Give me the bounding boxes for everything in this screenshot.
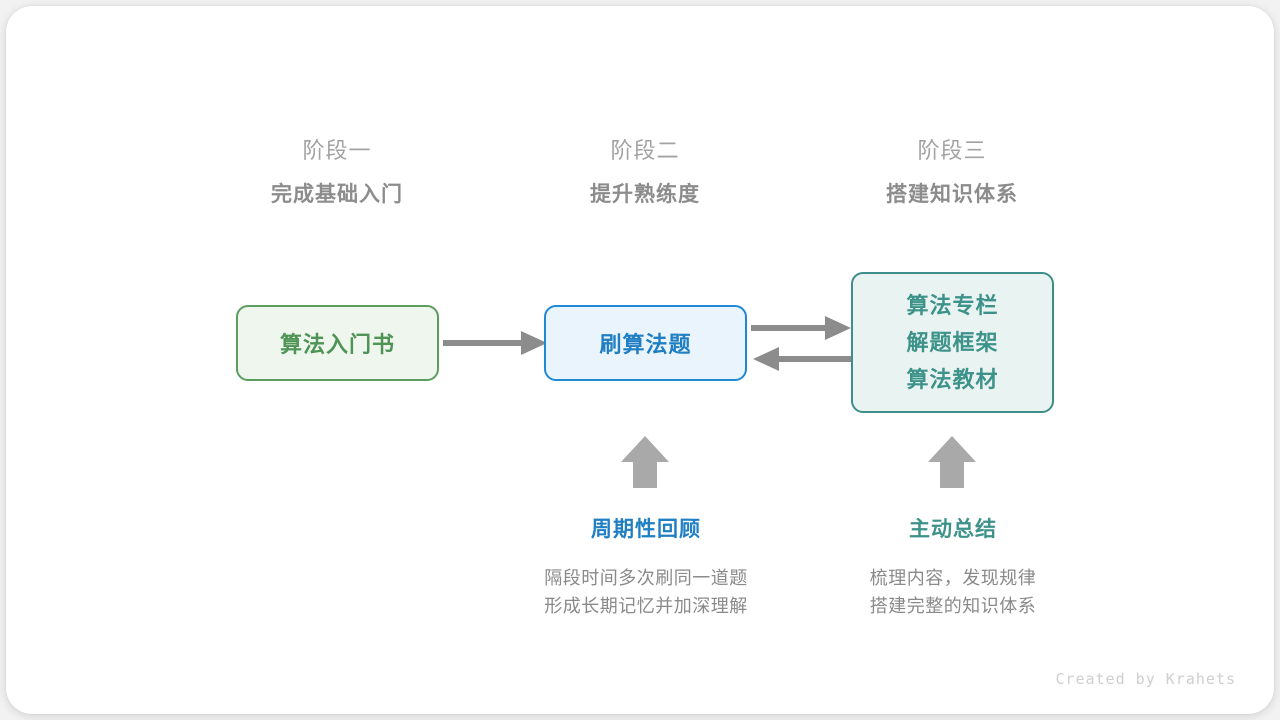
- annotation-review-desc-line-2: 形成长期记忆并加深理解: [544, 596, 748, 616]
- annotation-review-title: 周期性回顾: [591, 518, 701, 541]
- node-practice-problems[interactable]: 刷算法题: [544, 305, 747, 381]
- white-card-surface: 阶段一 完成基础入门 阶段二 提升熟练度 阶段三 搭建知识体系: [6, 6, 1274, 714]
- stage-2-title: 提升熟练度: [590, 183, 700, 206]
- stage-header-3: 阶段三 搭建知识体系: [822, 136, 1082, 210]
- stage-header-2: 阶段二 提升熟练度: [515, 136, 775, 210]
- credit-text: Created by Krahets: [1055, 670, 1236, 688]
- arrow-review-up: [621, 436, 669, 488]
- stage-3-kicker: 阶段三: [917, 138, 987, 163]
- node-book-label: 算法入门书: [279, 332, 395, 357]
- annotation-periodic-review: 周期性回顾 隔段时间多次刷同一道题 形成长期记忆并加深理解: [496, 516, 796, 620]
- arrow-knowledge-to-practice: [753, 347, 851, 371]
- node-knowledge-line-1: 算法专栏: [906, 293, 999, 318]
- arrow-summary-up: [928, 436, 976, 488]
- annotation-summary-desc-line-1: 梳理内容，发现规律: [869, 568, 1037, 588]
- stage-1-title: 完成基础入门: [271, 183, 403, 206]
- annotation-summary-desc-line-2: 搭建完整的知识体系: [869, 596, 1037, 616]
- annotation-summary-description: 梳理内容，发现规律 搭建完整的知识体系: [803, 564, 1103, 620]
- arrow-practice-to-knowledge: [751, 316, 851, 340]
- stage-3-title: 搭建知识体系: [886, 183, 1018, 206]
- annotation-summary-title: 主动总结: [909, 518, 997, 541]
- arrow-book-to-practice: [443, 331, 547, 355]
- stage-2-kicker: 阶段二: [610, 138, 680, 163]
- annotation-review-description: 隔段时间多次刷同一道题 形成长期记忆并加深理解: [496, 564, 796, 620]
- stage-1-kicker: 阶段一: [302, 138, 372, 163]
- node-practice-label: 刷算法题: [599, 332, 692, 357]
- stage-header-1: 阶段一 完成基础入门: [207, 136, 467, 210]
- node-knowledge-line-2: 解题框架: [906, 330, 999, 355]
- annotation-active-summary: 主动总结 梳理内容，发现规律 搭建完整的知识体系: [803, 516, 1103, 620]
- annotation-review-desc-line-1: 隔段时间多次刷同一道题: [544, 568, 748, 588]
- node-knowledge-system[interactable]: 算法专栏 解题框架 算法教材: [851, 272, 1054, 413]
- node-knowledge-line-3: 算法教材: [906, 367, 999, 392]
- node-algorithm-intro-book[interactable]: 算法入门书: [236, 305, 439, 381]
